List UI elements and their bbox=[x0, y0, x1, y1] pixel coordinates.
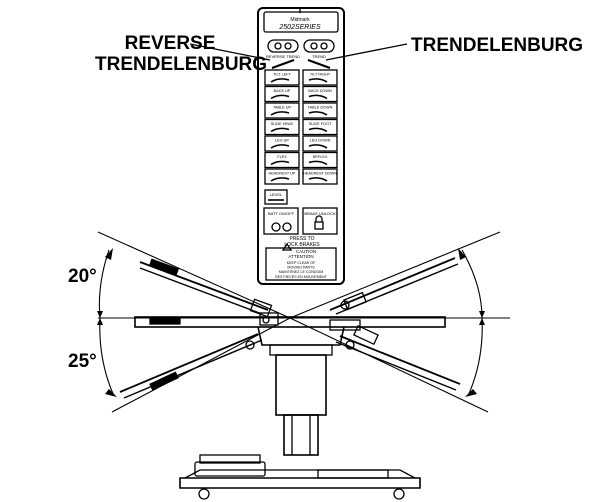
panel-button bbox=[264, 102, 300, 119]
panel-button-label: TABLE DOWN bbox=[308, 106, 333, 110]
panel-caution-line: DES PIECES EN MOUVEMENT bbox=[275, 275, 328, 279]
angle-arrowheads bbox=[97, 248, 485, 397]
trend-leader-line bbox=[325, 43, 408, 61]
panel-brake-unlock: BRAKE UNLOCK bbox=[304, 211, 336, 216]
panel-button-glyph bbox=[308, 144, 328, 149]
reverse-label-line2: TRENDELENBURG bbox=[95, 54, 268, 75]
panel-caution-line: MAINTENEZ LE CONDOIM bbox=[279, 270, 324, 274]
panel-brand: Midmark bbox=[290, 17, 310, 23]
panel-button-label: HEADREST DOWN bbox=[303, 172, 337, 176]
panel-button-glyph bbox=[308, 127, 328, 133]
panel-button-glyph bbox=[270, 78, 290, 83]
reverse-label-line1: REVERSE bbox=[124, 33, 216, 54]
panel-caution: CAUTION bbox=[296, 249, 316, 254]
panel-button-label: SLIDE FOOT bbox=[309, 122, 332, 126]
table-base bbox=[179, 454, 421, 500]
table-pedestal bbox=[257, 326, 345, 456]
panel-button-glyph bbox=[308, 78, 328, 83]
panel-button-glyph bbox=[270, 94, 290, 100]
panel-button-label: TILT LEFT bbox=[273, 73, 291, 77]
upper-angle-label: 20° bbox=[68, 266, 97, 287]
panel-button bbox=[302, 102, 338, 119]
panel-button bbox=[264, 151, 300, 169]
panel-button-glyph bbox=[270, 144, 290, 149]
panel-button-label: TILT RIGHT bbox=[310, 73, 331, 77]
hand-control-pendant bbox=[257, 7, 345, 285]
panel-caution-line: KEEP CLEAR OF bbox=[287, 261, 316, 265]
reverse-trendelenburg-label: REVERSE TRENDELENBURG bbox=[95, 33, 268, 75]
panel-button-glyph bbox=[270, 177, 290, 182]
panel-button bbox=[264, 69, 300, 86]
panel-button-label: TABLE UP bbox=[273, 106, 292, 110]
panel-button bbox=[302, 168, 338, 185]
panel-button-glyph bbox=[270, 160, 290, 166]
panel-batt: BATT ON/OFF bbox=[268, 211, 295, 216]
panel-button-glyph bbox=[308, 94, 328, 100]
panel-button-label: HEADREST UP bbox=[269, 172, 296, 176]
lower-angle-label: 25° bbox=[68, 351, 97, 372]
panel-button bbox=[264, 168, 300, 185]
panel-text: Midmark 2502SERIES REVERSE TREND TREND T… bbox=[266, 17, 337, 279]
panel-reverse-trend: REVERSE TREND bbox=[266, 54, 300, 59]
panel-trend: TREND bbox=[312, 54, 326, 59]
panel-button bbox=[302, 135, 338, 152]
panel-button-glyph bbox=[308, 111, 328, 116]
panel-caution-line: MOVING PARTS bbox=[287, 266, 315, 270]
panel-button bbox=[302, 85, 338, 103]
table-top-level bbox=[134, 312, 446, 331]
panel-level: LEVEL bbox=[270, 192, 283, 197]
panel-button-label: REFLEX bbox=[313, 155, 328, 159]
panel-button bbox=[302, 118, 338, 136]
panel-button bbox=[264, 85, 300, 103]
panel-button-label: BACK UP bbox=[274, 89, 291, 93]
panel-button-glyph bbox=[308, 160, 328, 166]
panel-series: 2502SERIES bbox=[278, 24, 321, 31]
reverse-leader-line bbox=[189, 43, 271, 61]
tabletop-reverse-up bbox=[139, 258, 273, 318]
angle-reference-lines bbox=[97, 231, 510, 413]
panel-button-label: BACK DOWN bbox=[308, 89, 332, 93]
tabletop-reverse-down bbox=[119, 333, 263, 399]
tabletop-trend-up bbox=[329, 257, 459, 315]
trendelenburg-label: TRENDELENBURG bbox=[411, 35, 584, 56]
panel-button bbox=[264, 118, 300, 136]
panel-button-label: LEG DOWN bbox=[310, 139, 331, 143]
panel-button-label: FLEX bbox=[277, 155, 287, 159]
panel-attention: ATTENTION bbox=[288, 254, 313, 259]
panel-press-to: PRESS TO bbox=[289, 236, 314, 242]
panel-button bbox=[264, 135, 300, 152]
panel-button-glyph bbox=[270, 127, 290, 133]
panel-button-glyph bbox=[270, 111, 290, 116]
panel-lock-brakes: LOCK BRAKES bbox=[284, 242, 320, 248]
panel-button-label: SLIDE HEAD bbox=[271, 122, 294, 126]
panel-button-label: LEG UP bbox=[275, 139, 289, 143]
panel-button-glyph bbox=[308, 177, 328, 182]
panel-button bbox=[302, 151, 338, 169]
tabletop-trend-down bbox=[335, 324, 461, 391]
panel-button bbox=[302, 69, 338, 86]
